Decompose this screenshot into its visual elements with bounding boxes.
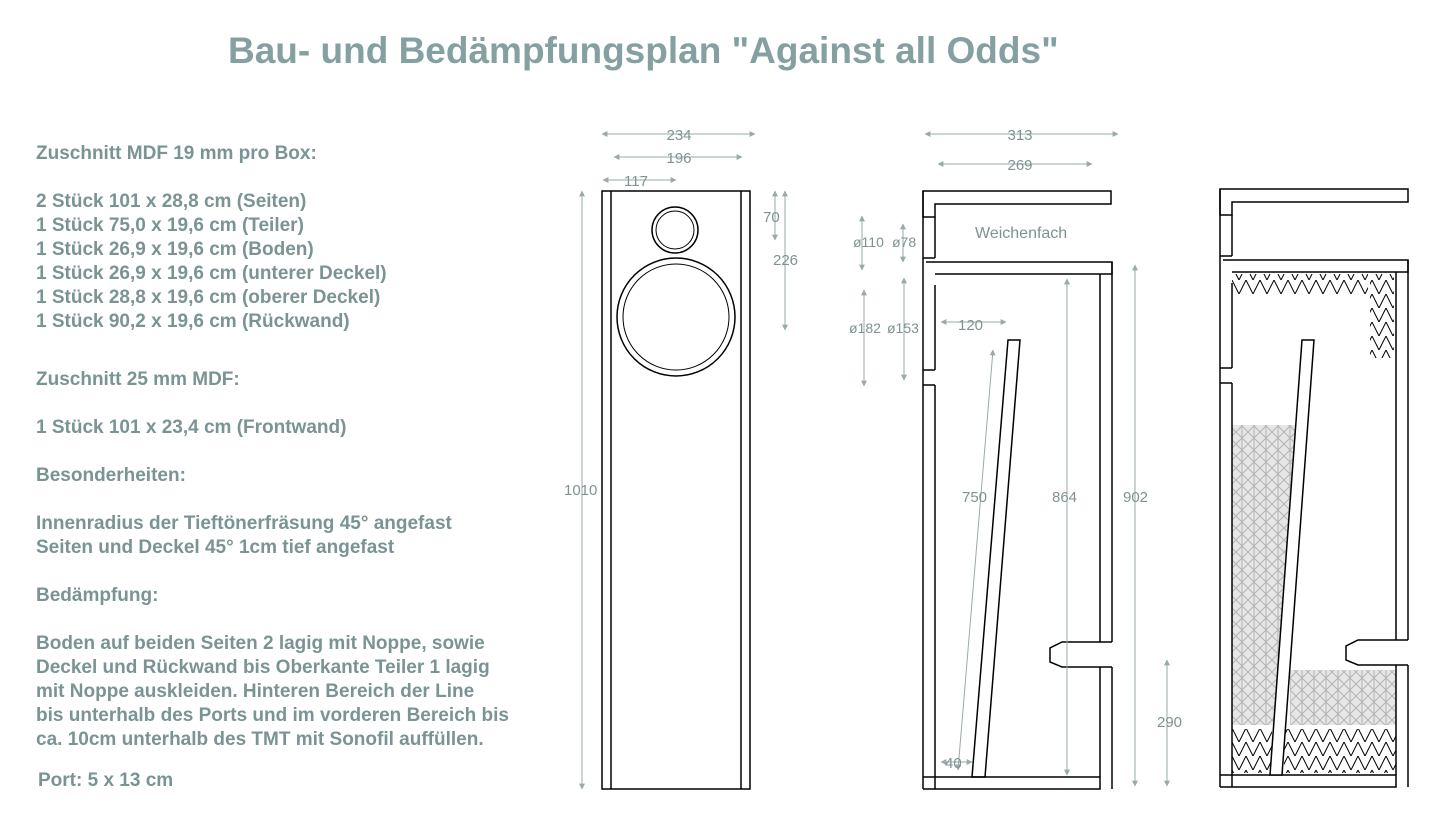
special-item: Innenradius der Tieftönerfräsung 45° ang… [36, 513, 452, 534]
mdf19-item: 1 Stück 28,8 x 19,6 cm (oberer Deckel) [36, 287, 381, 308]
divider [971, 339, 1021, 778]
special-heading: Besonderheiten: [36, 465, 186, 486]
mdf19-item: 1 Stück 75,0 x 19,6 cm (Teiler) [36, 215, 304, 236]
dim-hole-153: ø153 [887, 320, 919, 336]
mdf19-item: 1 Stück 26,9 x 19,6 cm (unterer Deckel) [36, 263, 387, 284]
tweeter-outer [651, 206, 699, 254]
dim-center: 117 [624, 173, 648, 190]
front-dimensions [579, 131, 788, 790]
dim-height: 1010 [564, 482, 597, 499]
damping-line: ca. 10cm unterhalb des TMT mit Sonofil a… [36, 729, 484, 750]
dim-width-outer: 234 [666, 127, 691, 144]
woofer-inner [622, 263, 730, 371]
dim-hole-78: ø78 [892, 234, 916, 250]
front-view [601, 190, 751, 790]
dim-40: 40 [945, 755, 962, 772]
damping-line: Boden auf beiden Seiten 2 lagig mit Nopp… [36, 633, 485, 654]
top-lid [922, 190, 1112, 218]
dim-woofer: 226 [773, 252, 798, 269]
crossover-label: Weichenfach [975, 225, 1067, 242]
dim-750: 750 [962, 489, 987, 506]
damping-line: bis unterhalb des Ports und im vorderen … [36, 705, 509, 726]
special-item: Seiten und Deckel 45° 1cm tief angefast [36, 537, 395, 558]
noppe-back [1370, 274, 1394, 358]
middle-lid [926, 261, 1113, 275]
dim-902: 902 [1123, 489, 1148, 506]
damping-line: mit Noppe auskleiden. Hinteren Bereich d… [36, 681, 475, 702]
dim-tweeter: 70 [763, 209, 780, 226]
tweeter-inner [655, 210, 695, 250]
front-panel-outline [601, 190, 751, 790]
dim-width-inner: 196 [666, 150, 691, 167]
spec-panel: Zuschnitt MDF 19 mm pro Box: 2 Stück 101… [36, 142, 576, 752]
damping-line: Deckel und Rückwand bis Oberkante Teiler… [36, 657, 490, 678]
dim-290: 290 [1157, 714, 1182, 731]
dim-120: 120 [958, 317, 983, 334]
dim-depth-inner: 269 [1007, 157, 1032, 174]
mdf19-item: 2 Stück 101 x 28,8 cm (Seiten) [36, 191, 307, 212]
side-dimensions [859, 131, 1170, 787]
sonofil-rear [1290, 670, 1396, 725]
bottom-panel [923, 776, 1101, 790]
dim-depth-outer: 313 [1007, 127, 1032, 144]
woofer-outer [616, 257, 736, 377]
dim-864: 864 [1052, 489, 1077, 506]
noppe-bottom-rear [1284, 729, 1396, 773]
page-title: Bau- und Bedämpfungsplan "Against all Od… [228, 30, 1059, 71]
mdf19-item: 1 Stück 90,2 x 19,6 cm (Rückwand) [36, 311, 350, 332]
mdf25-heading: Zuschnitt 25 mm MDF: [36, 369, 240, 390]
damping-heading: Bedämpfung: [36, 585, 159, 606]
port [1049, 641, 1112, 668]
noppe-bottom-front [1232, 729, 1272, 773]
port-spec: Port: 5 x 13 cm [38, 770, 174, 791]
dim-hole-110: ø110 [853, 234, 884, 250]
noppe-top [1232, 274, 1368, 294]
damping-view [1219, 188, 1409, 788]
mdf19-item: 1 Stück 26,9 x 19,6 cm (Boden) [36, 239, 314, 260]
dim-hole-182: ø182 [849, 320, 881, 336]
mdf25-item: 1 Stück 101 x 23,4 cm (Frontwand) [36, 417, 347, 438]
side-view [922, 190, 1113, 790]
mdf19-heading: Zuschnitt MDF 19 mm pro Box: [36, 143, 317, 164]
